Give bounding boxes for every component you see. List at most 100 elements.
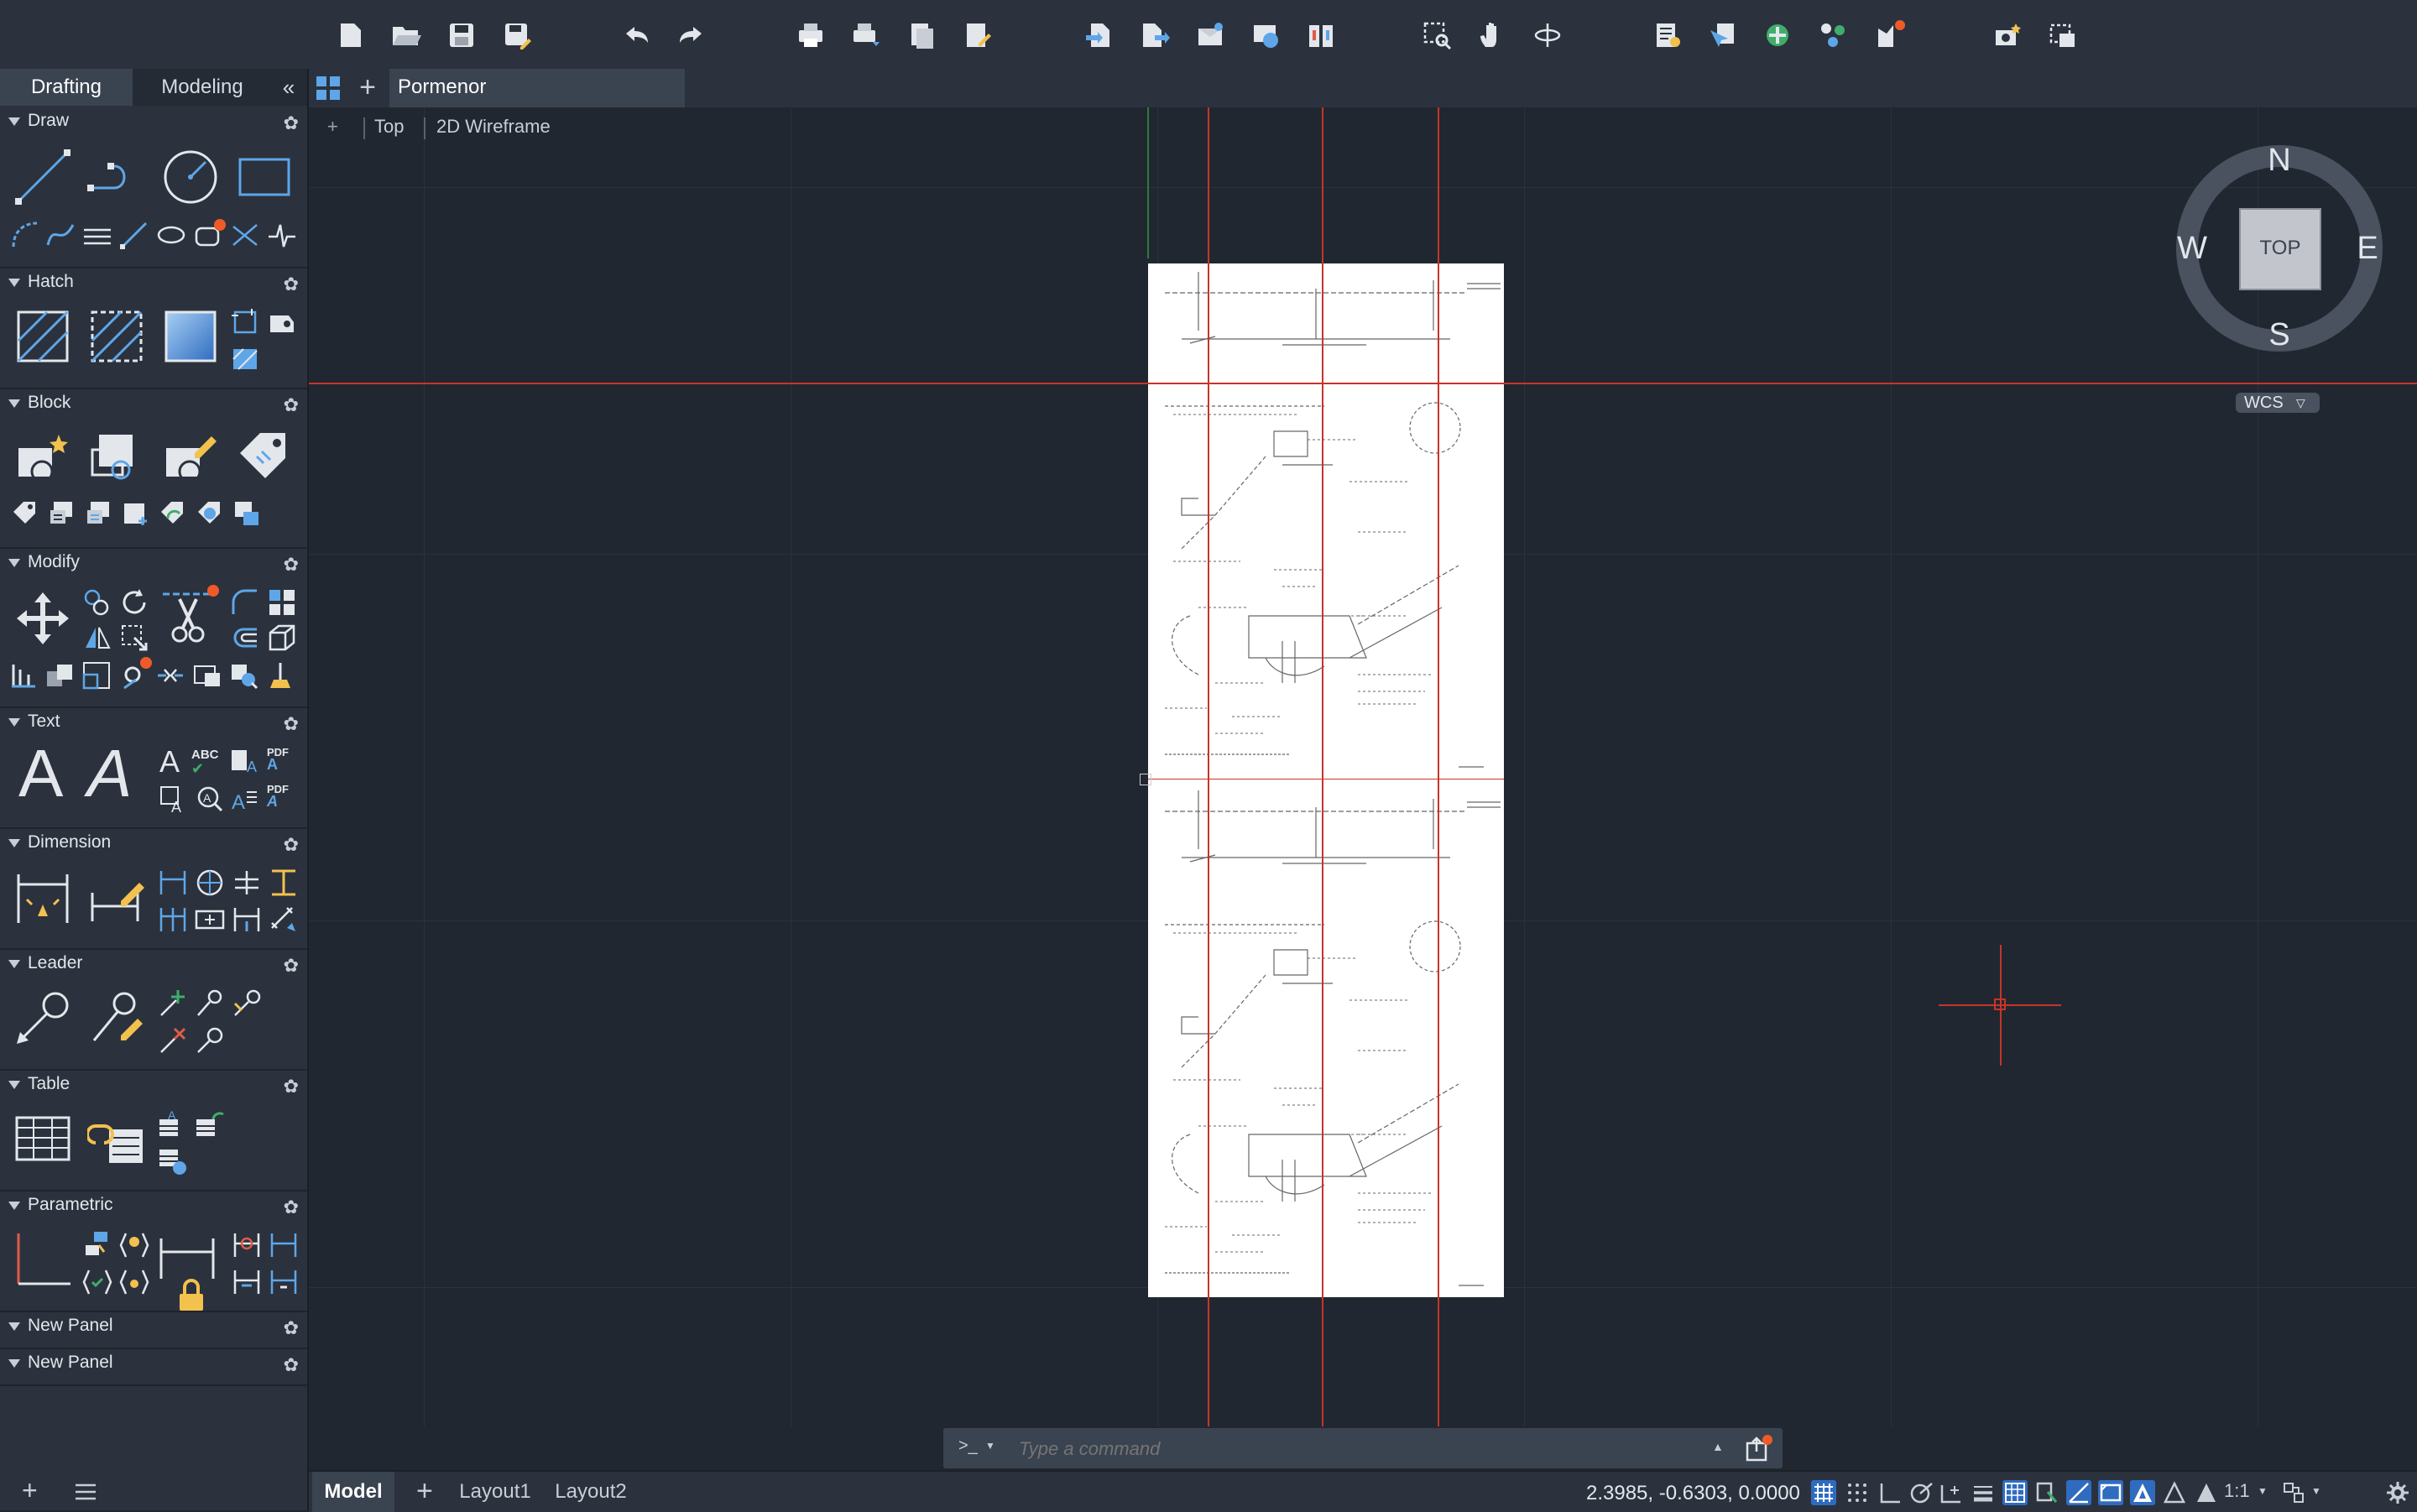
ortho-mode-icon[interactable] (1877, 1480, 1902, 1505)
delete-constraints-icon[interactable] (232, 1230, 262, 1260)
page-setup-icon[interactable] (960, 18, 994, 52)
text-search-icon[interactable]: A (195, 784, 225, 814)
array-icon[interactable] (267, 587, 297, 618)
hatch-icon[interactable] (13, 307, 72, 366)
viewport-plus[interactable]: + (327, 116, 338, 137)
chevron-down-icon[interactable]: ▼ (985, 1440, 995, 1452)
open-file-icon[interactable] (389, 18, 423, 52)
polar-tracking-icon[interactable] (1908, 1480, 1934, 1505)
gear-icon[interactable] (2385, 1480, 2410, 1505)
attribute-manager-icon[interactable] (84, 498, 114, 529)
attribute-icon[interactable] (10, 498, 40, 529)
multileader-style-icon[interactable] (87, 988, 146, 1047)
dimension-style-icon[interactable] (87, 868, 146, 926)
save-icon[interactable] (445, 18, 478, 52)
block-editor-icon[interactable] (121, 498, 151, 529)
annotation-scale-icon[interactable] (2194, 1480, 2219, 1505)
publish-icon[interactable] (905, 18, 938, 52)
add-layout-plus-icon[interactable]: + (416, 1475, 433, 1507)
move-icon[interactable] (13, 589, 72, 648)
panel-table-header[interactable]: Table✿ (0, 1071, 307, 1101)
chevron-down-icon[interactable]: ▼ (2311, 1485, 2321, 1497)
panel-new-header[interactable]: New Panel✿ (0, 1312, 307, 1343)
gradient-icon[interactable] (161, 307, 220, 366)
workspace-icon[interactable] (2281, 1480, 2306, 1505)
new-file-icon[interactable] (334, 18, 368, 52)
text-sync-icon[interactable]: A (230, 784, 260, 814)
single-line-text-icon[interactable]: A (159, 744, 180, 779)
compass-west[interactable]: W (2177, 231, 2207, 266)
collapse-palette-button[interactable]: « (282, 75, 295, 100)
ucs-menu[interactable]: WCS ▽ (2236, 393, 2320, 413)
3d-box-icon[interactable] (267, 623, 297, 653)
multiline-text-icon[interactable]: A (18, 736, 64, 811)
dimensional-constraint-icon[interactable] (158, 1235, 217, 1282)
dim-space-icon[interactable] (269, 868, 299, 898)
define-attributes-icon[interactable] (235, 428, 294, 487)
capture-icon[interactable] (2046, 18, 2080, 52)
arc-icon[interactable] (10, 220, 40, 250)
scale-label[interactable]: 1:1 (2224, 1480, 2250, 1501)
attribute-edit-icon[interactable] (47, 498, 77, 529)
multileader-icon[interactable] (13, 988, 72, 1047)
panel-modify-header[interactable]: Modify✿ (0, 549, 307, 579)
panel-leader-header[interactable]: Leader✿ (0, 950, 307, 980)
mirror-icon[interactable] (82, 623, 112, 653)
lineweight-icon[interactable] (1971, 1480, 1996, 1505)
line-icon[interactable] (13, 148, 72, 206)
command-history-icon[interactable] (1744, 1435, 1772, 1463)
annotation-visibility-icon[interactable] (2130, 1480, 2155, 1505)
stretch-icon[interactable] (119, 623, 149, 653)
gear-icon[interactable]: ✿ (283, 1197, 299, 1217)
command-input[interactable] (1017, 1435, 1675, 1463)
add-panel-icon[interactable]: + (22, 1475, 38, 1505)
new-tab-plus-icon[interactable]: + (359, 71, 376, 103)
leader-link-icon[interactable] (195, 1025, 225, 1056)
hatch-edit-icon[interactable] (230, 342, 260, 373)
break-icon[interactable] (156, 661, 185, 690)
show-constraints-icon[interactable] (119, 1230, 149, 1260)
redo-icon[interactable] (675, 18, 708, 52)
undo-icon[interactable] (619, 18, 653, 52)
edit-array-icon[interactable] (193, 661, 222, 690)
panel-block-header[interactable]: Block✿ (0, 389, 307, 420)
file-tab-active[interactable]: Pormenor (389, 69, 685, 107)
export-icon[interactable] (1138, 18, 1172, 52)
block-palette-icon[interactable] (232, 498, 262, 529)
lengthen-icon[interactable] (8, 661, 37, 690)
panel-hatch-header[interactable]: Hatch✿ (0, 269, 307, 299)
offset-icon[interactable] (230, 623, 260, 653)
panel-draw-header[interactable]: Draw✿ (0, 107, 307, 138)
ellipse-icon[interactable] (156, 220, 186, 250)
data-link-icon[interactable] (86, 1109, 146, 1168)
compass-south[interactable]: S (2268, 317, 2290, 352)
xline-icon[interactable] (82, 220, 112, 250)
scale-icon[interactable] (82, 661, 111, 690)
command-line[interactable]: >_ ▼ ▲ (943, 1428, 1783, 1468)
gear-icon[interactable]: ✿ (283, 112, 299, 133)
hide-constraints-icon[interactable] (119, 1267, 149, 1297)
tab-layout2[interactable]: Layout2 (555, 1480, 627, 1503)
gear-icon[interactable]: ✿ (283, 1076, 299, 1097)
revcloud-icon[interactable] (193, 216, 227, 250)
region-icon[interactable] (267, 307, 297, 337)
lock-icon[interactable] (176, 1279, 206, 1312)
download-data-icon[interactable] (158, 1146, 188, 1176)
text-table-icon[interactable]: A (159, 784, 190, 816)
draw-order-icon[interactable] (230, 661, 258, 690)
polyline-icon[interactable] (87, 148, 146, 206)
fillet-icon[interactable] (230, 587, 260, 618)
compare-icon[interactable] (1304, 18, 1338, 52)
dim-continue-icon[interactable] (158, 905, 188, 935)
selection-cycling-icon[interactable] (2034, 1480, 2059, 1505)
tool-palettes-icon[interactable] (1816, 18, 1850, 52)
spline-icon[interactable] (45, 220, 76, 250)
units-icon[interactable] (2098, 1480, 2123, 1505)
design-center-icon[interactable] (1761, 18, 1794, 52)
panel-new-header[interactable]: New Panel✿ (0, 1349, 307, 1379)
gear-icon[interactable]: ✿ (283, 1317, 299, 1338)
erase-icon[interactable] (267, 661, 295, 690)
view-control[interactable]: Top (374, 116, 405, 137)
